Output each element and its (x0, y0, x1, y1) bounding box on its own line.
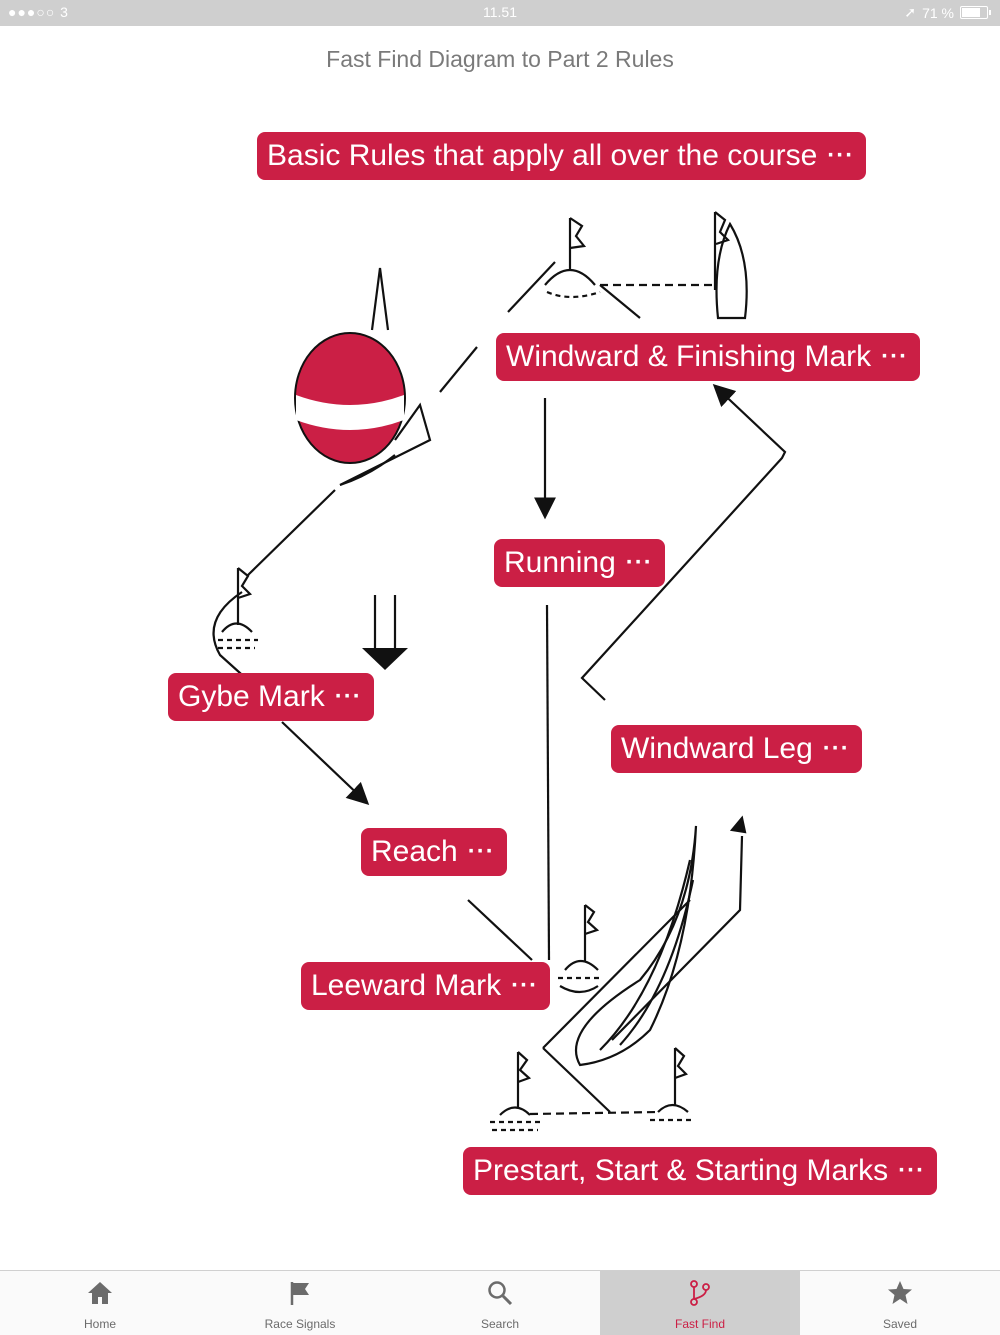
flag-icon (290, 1282, 309, 1305)
spinnaker-drawing (294, 332, 406, 464)
windward-finishing-mark-label: Windward & Finishing Mark (506, 340, 872, 373)
windward-leg-path (580, 383, 787, 701)
windward-mark-drawing (507, 211, 748, 320)
page-title: Fast Find Diagram to Part 2 Rules (326, 46, 674, 72)
more-icon: ··· (898, 1157, 926, 1184)
wind-arrow-shaft (373, 595, 397, 648)
windward-finishing-mark-button[interactable]: Windward & Finishing Mark ··· (496, 333, 921, 381)
running-label: Running (504, 546, 616, 579)
tab-bar: Home Race Signals Search Fast Find Saved (0, 1270, 1000, 1335)
reach-label: Reach (371, 835, 458, 868)
basic-rules-label: Basic Rules that apply all over the cour… (267, 139, 818, 172)
star-icon (888, 1281, 912, 1304)
prestart-start-button[interactable]: Prestart, Start & Starting Marks ··· (463, 1147, 938, 1195)
running-button[interactable]: Running ··· (494, 539, 665, 587)
carrier-signal: ●●●○○ 3 (8, 4, 69, 20)
status-right: ➚ 71 % (904, 4, 991, 21)
windward-leg-button[interactable]: Windward Leg ··· (611, 725, 862, 773)
more-icon: ··· (625, 549, 653, 576)
windward-leg-label: Windward Leg (621, 732, 813, 765)
more-icon: ··· (334, 683, 362, 710)
gybe-mark-button[interactable]: Gybe Mark ··· (168, 673, 374, 721)
more-icon: ··· (467, 838, 495, 865)
tab-fast-find[interactable]: Fast Find (600, 1271, 800, 1335)
branch-icon (690, 1280, 710, 1306)
wind-arrow-head (362, 648, 408, 670)
gybe-mark-drawing (212, 567, 271, 701)
tab-search-label: Search (480, 1317, 520, 1331)
leeward-mark-label: Leeward Mark (311, 969, 502, 1002)
prestart-start-label: Prestart, Start & Starting Marks (473, 1154, 889, 1187)
tab-race-signals-label: Race Signals (264, 1317, 336, 1331)
more-icon: ··· (822, 735, 850, 762)
tab-home[interactable]: Home (0, 1271, 200, 1335)
home-icon (88, 1282, 112, 1304)
status-bar: ●●●○○ 3 11.51 ➚ 71 % (0, 0, 1000, 26)
reach-arrow (281, 721, 370, 806)
gybe-mark-label: Gybe Mark (178, 680, 325, 713)
leeward-mark-button[interactable]: Leeward Mark ··· (301, 962, 551, 1010)
start-area-drawing (490, 815, 747, 1132)
more-icon: ··· (827, 142, 855, 169)
battery-percent: 71 % (922, 4, 954, 21)
tab-fast-find-label: Fast Find (674, 1317, 725, 1331)
reach-button[interactable]: Reach ··· (361, 828, 507, 876)
more-icon: ··· (511, 972, 539, 999)
clock: 11.51 (483, 4, 517, 20)
location-icon: ➚ (904, 4, 917, 20)
tab-search[interactable]: Search (400, 1271, 600, 1335)
battery-icon (960, 6, 991, 19)
tab-race-signals[interactable]: Race Signals (200, 1271, 400, 1335)
tab-saved[interactable]: Saved (800, 1271, 1000, 1335)
tab-saved-label: Saved (882, 1317, 918, 1331)
more-icon: ··· (881, 343, 909, 370)
search-icon (488, 1281, 513, 1306)
tab-home-label: Home (83, 1317, 116, 1331)
leeward-mark-drawing (558, 904, 600, 994)
basic-rules-button[interactable]: Basic Rules that apply all over the cour… (257, 132, 867, 180)
